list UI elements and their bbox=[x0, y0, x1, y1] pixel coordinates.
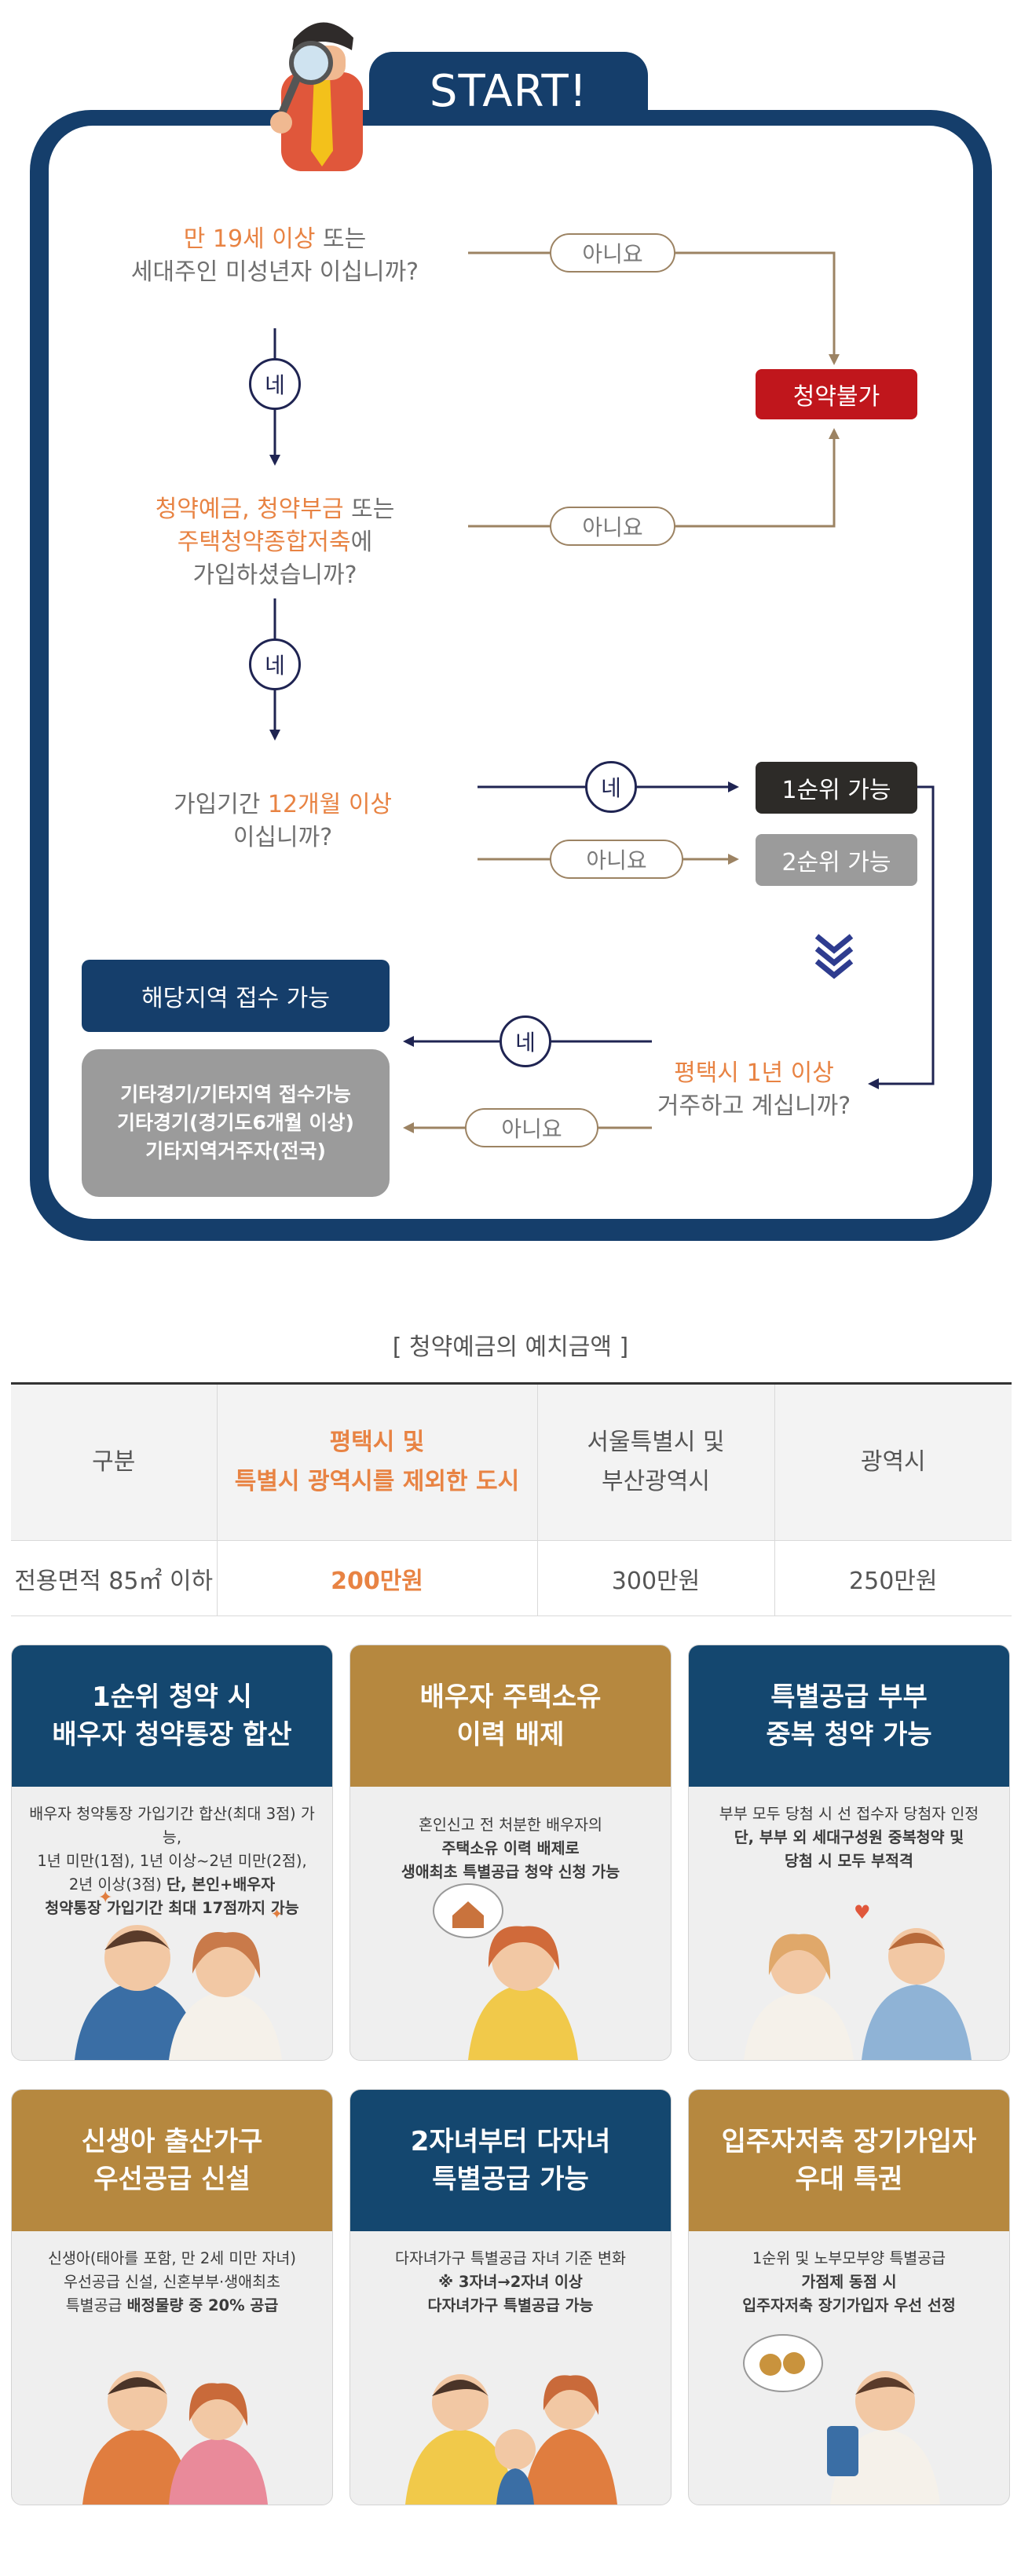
svg-text:✦: ✦ bbox=[271, 1906, 283, 1923]
no-label: 아니요 bbox=[550, 507, 675, 546]
other-region-box: 기타경기/기타지역 접수가능 기타경기(경기도6개월 이상) 기타지역거주자(전… bbox=[82, 1049, 390, 1197]
no-label: 아니요 bbox=[465, 1108, 598, 1147]
question-period: 가입기간 12개월 이상 이십니까? bbox=[173, 791, 393, 851]
svg-text:✦: ✦ bbox=[98, 1888, 112, 1908]
start-label: START! bbox=[429, 65, 588, 117]
couple-phones-illustration: ♥ bbox=[744, 1901, 972, 2060]
expecting-couple-illustration bbox=[82, 2371, 268, 2505]
not-eligible-box: 청약불가 bbox=[756, 369, 917, 419]
table-cell: 200만원 bbox=[216, 1540, 537, 1616]
family-children-illustration bbox=[405, 2374, 617, 2505]
card-description: 신생아(태아를 포함, 만 2세 미만 자녀)우선공급 신설, 신혼부부·생애최… bbox=[48, 2249, 296, 2314]
no-label: 아니요 bbox=[550, 840, 683, 879]
local-accept-box: 해당지역 접수 가능 bbox=[82, 960, 390, 1032]
yes-label: 네 bbox=[249, 358, 301, 410]
detective-mascot-illustration bbox=[270, 22, 363, 171]
card-description: 1순위 및 노부모부양 특별공급 가점제 동점 시 입주자저축 장기가입자 우선… bbox=[742, 2249, 956, 2314]
table-cell: 250만원 bbox=[774, 1540, 1012, 1616]
table-header-cell: 구분 bbox=[11, 1383, 217, 1541]
woman-thinking-house-illustration bbox=[433, 1883, 578, 2060]
card-description: 부부 모두 당첨 시 선 접수자 당첨자 인정 단, 부부 외 세대구성원 중복… bbox=[719, 1805, 979, 1870]
table-row: 전용면적 85㎡ 이하 200만원 300만원 250만원 bbox=[11, 1540, 1012, 1616]
card-description: 다자녀가구 특별공급 자녀 기준 변화 ※ 3자녀→2자녀 이상 다자녀가구 특… bbox=[395, 2249, 626, 2314]
question-age: 만 19세 이상 또는 세대주인 미성년자 이십니까? bbox=[130, 225, 419, 286]
yes-label: 네 bbox=[249, 639, 301, 690]
table-cell: 전용면적 85㎡ 이하 bbox=[11, 1540, 217, 1616]
start-tab: START! bbox=[369, 52, 648, 130]
question-account: 청약예금, 청약부금 또는 주택청약종합저축에 가입하셨습니까? bbox=[155, 496, 395, 589]
question-residence: 평택시 1년 이상 거주하고 계십니까? bbox=[657, 1059, 851, 1120]
second-rank-box: 2순위 가능 bbox=[756, 834, 917, 886]
card-description: 배우자 청약통장 가입기간 합산(최대 3점) 가능,1년 미만(1점), 1년… bbox=[29, 1805, 315, 1917]
svg-text:♥: ♥ bbox=[854, 1901, 871, 1923]
table-caption: [ 청약예금의 예치금액 ] bbox=[392, 1334, 629, 1361]
no-label: 아니요 bbox=[550, 233, 675, 273]
yes-label: 네 bbox=[500, 1015, 551, 1067]
card-description: 혼인신고 전 처분한 배우자의 주택소유 이력 배제로 생애최초 특별공급 청약… bbox=[401, 1816, 620, 1881]
couple-thumbs-up-illustration: ✦✦ bbox=[75, 1888, 283, 2060]
yes-label: 네 bbox=[585, 761, 637, 813]
first-rank-box: 1순위 가능 bbox=[756, 762, 917, 814]
chevron-down-icon bbox=[814, 934, 854, 979]
woman-phone-coins-illustration bbox=[743, 2334, 940, 2505]
table-cell: 300만원 bbox=[536, 1540, 774, 1616]
table-header-cell: 광역시 bbox=[774, 1383, 1012, 1541]
